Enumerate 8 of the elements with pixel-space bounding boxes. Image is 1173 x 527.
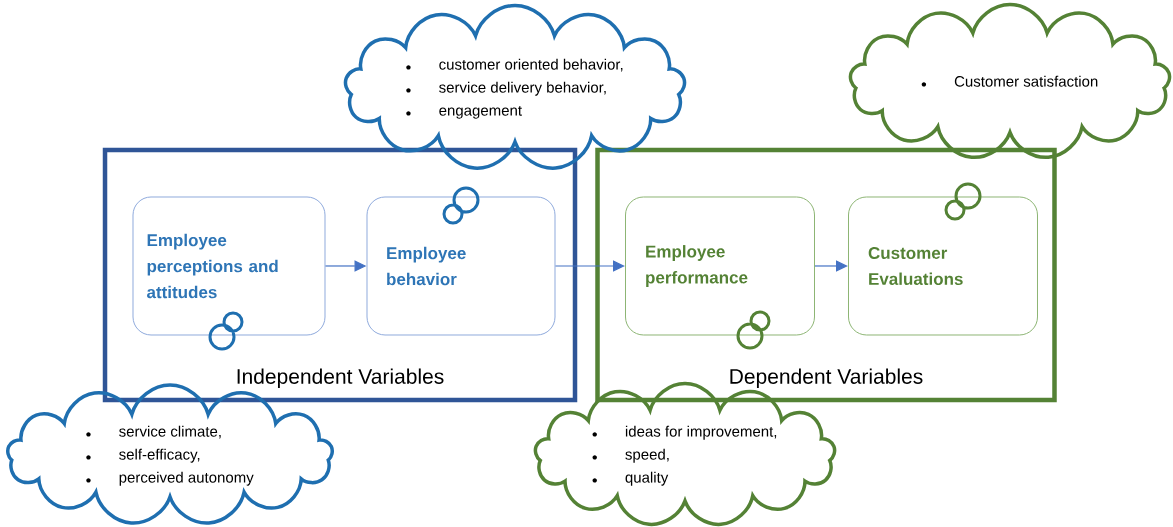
- thought-bubble: Customer satisfaction: [848, 2, 1172, 160]
- arrow: [554, 260, 625, 272]
- arrow: [814, 260, 848, 272]
- thought-bubble: customer oriented behavior, service delivery behavior, engagement: [343, 3, 687, 170]
- process-box: Employee behavior: [366, 196, 556, 336]
- process-box: Employee perceptions and attitudes: [132, 196, 326, 336]
- process-box: Employee performance: [625, 196, 815, 336]
- process-box: Customer Evaluations: [848, 196, 1038, 336]
